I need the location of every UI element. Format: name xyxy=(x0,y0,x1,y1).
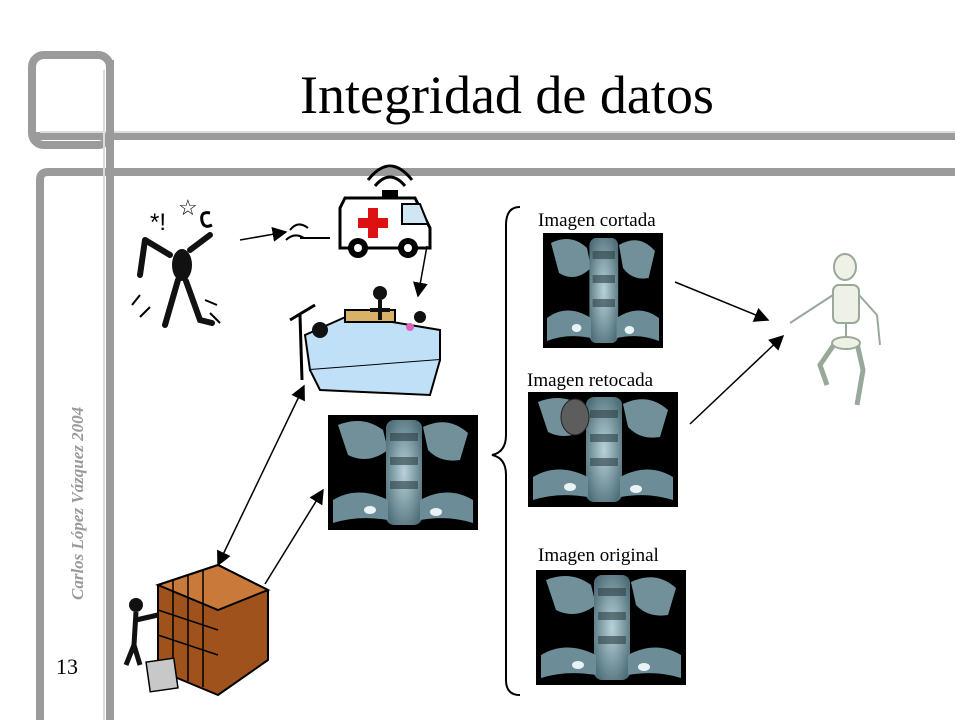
author-credit: Carlos López Vázquez 2004 xyxy=(68,406,87,600)
flow-arrows xyxy=(217,226,785,585)
grouping-brace xyxy=(491,206,521,696)
scan-image-retouched xyxy=(528,392,678,507)
slide-title: Integridad de datos xyxy=(300,65,714,125)
slide-frame xyxy=(28,51,955,720)
svg-text:☆: ☆ xyxy=(178,195,198,220)
scan-image-original xyxy=(536,570,686,685)
caption-cropped-image: Imagen cortada xyxy=(538,210,656,231)
scan-image-cropped xyxy=(543,233,663,348)
hospital-bed-icon xyxy=(289,286,441,397)
scan-image-center xyxy=(328,415,478,530)
skeleton-icon xyxy=(789,253,881,406)
ambulance-icon xyxy=(285,164,432,258)
page-number: 13 xyxy=(56,654,78,679)
svg-text:*!: *! xyxy=(150,209,166,236)
caption-retouched-image: Imagen retocada xyxy=(527,370,654,391)
hurt-person-icon: *! ☆ xyxy=(131,195,221,328)
archive-cabinet-icon xyxy=(123,563,271,697)
caption-original-image: Imagen original xyxy=(538,545,659,566)
